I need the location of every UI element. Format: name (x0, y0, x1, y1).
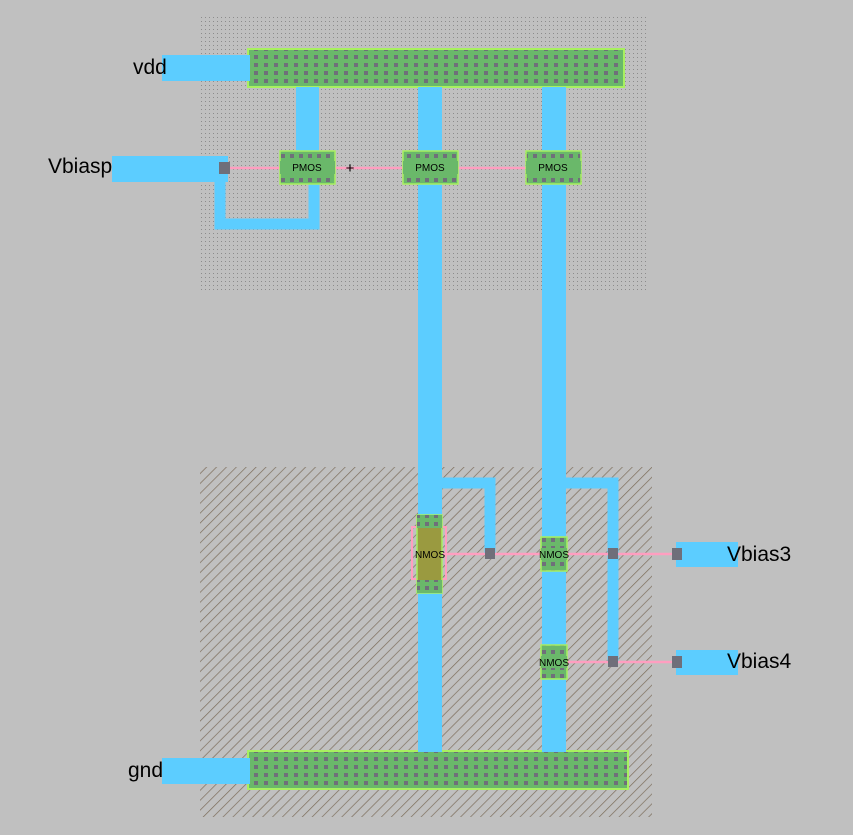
gnd-pin-label: gnd (128, 759, 164, 782)
pmos-device-1[interactable]: PMOS (279, 150, 336, 185)
vdd-pin-label: vdd (133, 56, 167, 79)
vdd-pin-metal[interactable] (162, 55, 250, 81)
vbias4-pin-metal[interactable] (676, 650, 738, 675)
pmos-2-label: PMOS (415, 163, 445, 174)
nmos1-gate-contact (485, 548, 495, 559)
vbias4-pin-contact (672, 656, 682, 668)
nmos-device-2[interactable]: NMOS (539, 536, 569, 572)
pmos-device-3[interactable]: PMOS (525, 150, 582, 185)
vbias4-pin-label: Vbias4 (727, 650, 792, 673)
nmos-device-1[interactable]: NMOS (411, 514, 447, 594)
pmos-3-label: PMOS (538, 163, 568, 174)
nmos-3-label: NMOS (539, 658, 569, 669)
vbiasp-contact (219, 162, 230, 174)
vbiasp-loop-metal (214, 168, 320, 230)
gnd-pin-metal[interactable] (162, 758, 250, 784)
pmos1-vdd-strap (296, 87, 319, 153)
pmos-device-2[interactable]: PMOS (402, 150, 459, 185)
origin-crosshair: + (346, 160, 355, 177)
nmos-2-label: NMOS (539, 550, 569, 561)
nmos-1-label: NMOS (415, 550, 445, 561)
nmos-right-feedback-metal (554, 477, 619, 662)
gnd-rail (247, 750, 629, 790)
vbias3-pin-metal[interactable] (676, 542, 738, 567)
vbias3-gate-contact (608, 548, 618, 559)
vbiasp-pin-label: Vbiasp (48, 155, 113, 178)
vdd-rail (247, 48, 625, 88)
column-left-metal (418, 87, 442, 752)
nmos1-gate-feedback-metal (430, 477, 496, 553)
vbiasp-pin-metal[interactable] (112, 156, 228, 182)
column-right-metal (542, 87, 566, 752)
pmos-1-label: PMOS (292, 163, 322, 174)
vbias4-gate-contact (608, 656, 618, 667)
vbias3-pin-contact (672, 548, 682, 560)
nmos-device-3[interactable]: NMOS (539, 644, 569, 680)
vbias3-pin-label: Vbias3 (727, 543, 792, 566)
